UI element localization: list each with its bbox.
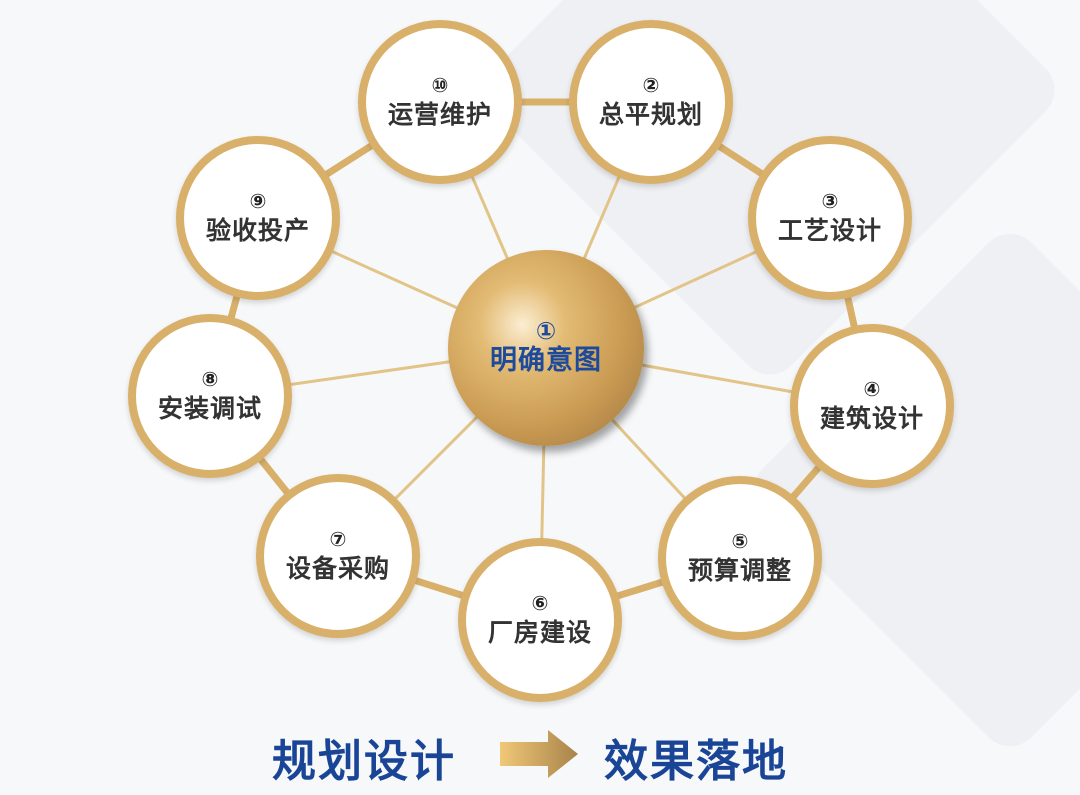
step-label: 工艺设计 <box>777 216 882 245</box>
step-node: ⑥ 厂房建设 <box>458 538 622 702</box>
step-number: ② <box>642 73 660 97</box>
step-node: ③ 工艺设计 <box>748 136 912 300</box>
step-number: ⑧ <box>201 367 219 391</box>
step-node: ④ 建筑设计 <box>790 324 954 488</box>
step-node: ⑦ 设备采购 <box>256 474 420 638</box>
footer-left-text: 规划设计 <box>272 736 456 787</box>
step-node: ⑨ 验收投产 <box>176 136 340 300</box>
step-label: 验收投产 <box>205 216 310 245</box>
step-label: 运营维护 <box>387 100 492 129</box>
step-number: ⑨ <box>249 189 267 213</box>
center-number: ① <box>535 317 557 345</box>
step-label: 总平规划 <box>598 100 703 129</box>
step-number: ⑦ <box>329 527 347 551</box>
center-sphere: ① 明确意图 <box>448 250 644 446</box>
step-label: 安装调试 <box>157 394 262 423</box>
step-node: ⑩ 运营维护 <box>358 20 522 184</box>
step-node: ② 总平规划 <box>569 20 733 184</box>
step-number: ③ <box>821 189 839 213</box>
step-number: ④ <box>863 377 881 401</box>
step-node: ⑤ 预算调整 <box>658 476 822 640</box>
step-number: ⑥ <box>531 591 549 615</box>
arrow-right-icon <box>500 730 578 778</box>
step-number: ⑤ <box>731 529 749 553</box>
step-label: 建筑设计 <box>819 404 924 433</box>
outer-ring <box>206 98 876 624</box>
center-label: 明确意图 <box>490 345 602 376</box>
step-node: ⑧ 安装调试 <box>128 314 292 478</box>
step-number: ⑩ <box>431 73 449 97</box>
step-label: 预算调整 <box>687 556 792 585</box>
footer-right-text: 效果落地 <box>604 736 788 787</box>
step-label: 厂房建设 <box>487 618 592 647</box>
step-label: 设备采购 <box>285 554 390 583</box>
